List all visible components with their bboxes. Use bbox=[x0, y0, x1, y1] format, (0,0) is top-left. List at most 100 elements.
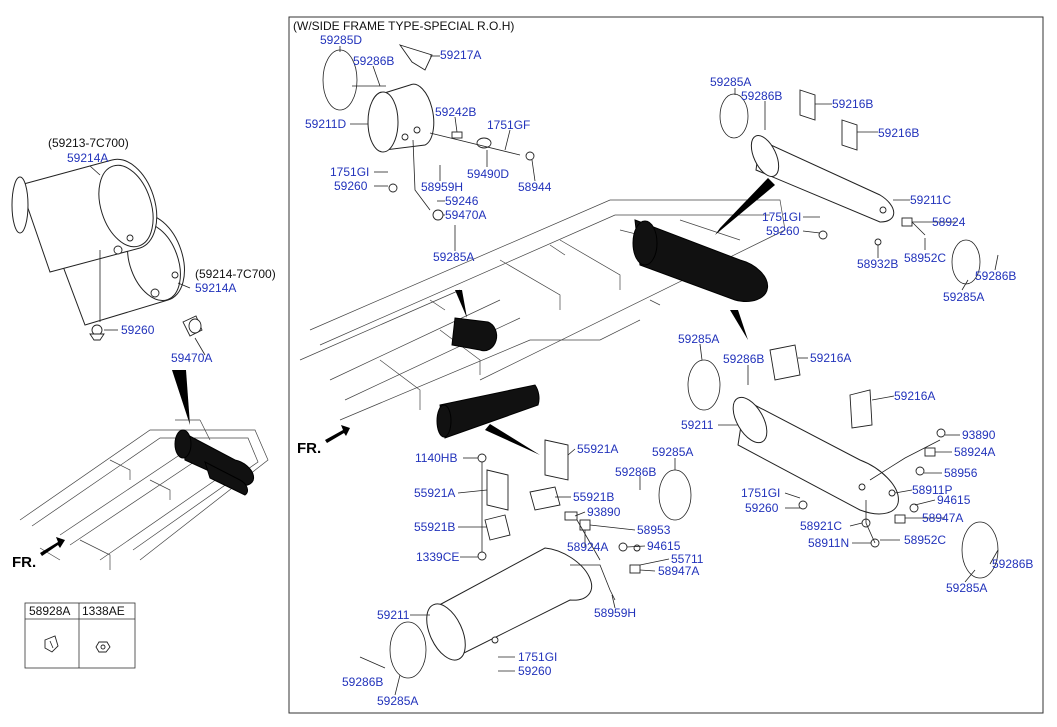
part-label: 58911N bbox=[808, 536, 849, 550]
part-label: 59286B bbox=[353, 54, 394, 68]
part-label: 55921B bbox=[414, 520, 455, 534]
part-label: 55921A bbox=[577, 442, 618, 456]
callout-arrow-left bbox=[455, 290, 467, 318]
part-label: 58953 bbox=[637, 523, 671, 537]
part-label: 59260 bbox=[334, 179, 368, 193]
part-label: 58924 bbox=[932, 215, 966, 229]
fittings-top-right bbox=[818, 217, 926, 246]
tank-59211-right bbox=[732, 396, 899, 515]
part-label: 59246 bbox=[445, 194, 479, 208]
callout-arrow-top bbox=[715, 178, 775, 235]
part-label: 59286B bbox=[975, 269, 1016, 283]
part-label: 59211C bbox=[910, 193, 951, 207]
part-label: 59260 bbox=[518, 664, 552, 678]
part-label: 58956 bbox=[944, 466, 978, 480]
part-label: 59216A bbox=[810, 351, 851, 365]
variant-a-label: (59213-7C700) bbox=[48, 136, 129, 150]
left-panel: (59213-7C700) (59214-7C700) 59214 bbox=[11, 136, 276, 571]
part-label: 1751GI bbox=[330, 165, 369, 179]
part-label: 58932B bbox=[857, 257, 898, 271]
leader-lines bbox=[339, 46, 999, 696]
bracket-59216b-2 bbox=[841, 119, 858, 151]
part-label: 1751GF bbox=[487, 118, 530, 132]
main-panel-border bbox=[288, 16, 1044, 714]
part-label: 59285A bbox=[943, 290, 984, 304]
part-label: 59216B bbox=[832, 97, 873, 111]
part-label: 59285A bbox=[710, 75, 751, 89]
part-label-59260: 59260 bbox=[121, 323, 155, 337]
part-label: 1140HB bbox=[415, 451, 457, 465]
bracket-59217a bbox=[398, 44, 433, 71]
part-label-59214a-top: 59214A bbox=[67, 151, 108, 165]
valve-59470a-icon bbox=[182, 315, 203, 337]
part-label: 59286B bbox=[741, 89, 782, 103]
part-label: 58947A bbox=[922, 511, 963, 525]
part-labels: 59285D 59286B 59217A 59211D 59242B 1751G… bbox=[305, 33, 1033, 708]
part-label: 58924A bbox=[567, 540, 608, 554]
part-label: 59285A bbox=[678, 332, 719, 346]
drain-valve-icon bbox=[89, 324, 105, 341]
part-label: 58952C bbox=[904, 251, 946, 265]
part-label: 59285A bbox=[946, 581, 987, 595]
legend-table: 58928A 1338AE bbox=[24, 602, 136, 669]
part-label: 58924A bbox=[954, 445, 995, 459]
legend-code-58928a: 58928A bbox=[29, 604, 70, 618]
fittings-mid-right bbox=[798, 428, 946, 548]
bracket-59216b-1 bbox=[799, 89, 816, 121]
part-label: 59216B bbox=[878, 126, 919, 140]
fr-direction-marker: FR. bbox=[12, 537, 65, 571]
part-label: 93890 bbox=[962, 428, 996, 442]
part-label: 59286B bbox=[992, 557, 1033, 571]
part-label: 1339CE bbox=[416, 550, 459, 564]
part-label: 59211 bbox=[681, 418, 714, 432]
part-label: 1751GI bbox=[741, 486, 780, 500]
main-fr-direction-marker: FR. bbox=[297, 425, 350, 457]
part-label: 94615 bbox=[647, 539, 681, 553]
part-label: 59216A bbox=[894, 389, 935, 403]
callout-arrow bbox=[172, 370, 190, 425]
chassis-frame bbox=[19, 419, 269, 570]
part-label: 58911P bbox=[912, 483, 952, 497]
part-label: 59285A bbox=[377, 694, 418, 708]
part-label: 59211 bbox=[377, 608, 410, 622]
bracket-59216a-2 bbox=[849, 389, 873, 429]
part-label: 58947A bbox=[658, 564, 699, 578]
tank-59211-bottom bbox=[426, 547, 593, 661]
highlighted-tank bbox=[174, 429, 255, 496]
part-label-59470a: 59470A bbox=[171, 351, 212, 365]
main-chassis-frame bbox=[299, 199, 786, 421]
callout-arrow-bottom bbox=[485, 424, 540, 455]
fr-arrow-icon bbox=[40, 537, 65, 556]
part-label: 59285A bbox=[652, 445, 693, 459]
strap-59285a-bottom bbox=[389, 621, 427, 679]
part-label: 59286B bbox=[723, 352, 764, 366]
part-label: 59286B bbox=[615, 465, 656, 479]
tank-59211c bbox=[750, 135, 895, 223]
part-label: 58921C bbox=[800, 519, 842, 533]
part-label: 59242B bbox=[435, 105, 476, 119]
part-label: 1751GI bbox=[518, 650, 557, 664]
part-label-59214a-lower: 59214A bbox=[195, 281, 236, 295]
callout-arrow-right bbox=[730, 310, 748, 340]
twin-air-tank bbox=[11, 158, 185, 326]
part-label: 59260 bbox=[766, 224, 800, 238]
part-label: 59285A bbox=[433, 250, 474, 264]
svg-text:FR.: FR. bbox=[297, 440, 321, 457]
part-label: 94615 bbox=[937, 493, 971, 507]
part-label: 59286B bbox=[342, 675, 383, 689]
main-panel: (W/SIDE FRAME TYPE-SPECIAL R.O.H) bbox=[288, 16, 1044, 714]
part-label: 59211D bbox=[305, 117, 346, 131]
part-label: 59285D bbox=[320, 33, 362, 47]
strap-59285a-mid-left bbox=[658, 469, 692, 521]
part-label: 59470A bbox=[445, 208, 486, 222]
svg-text:FR.: FR. bbox=[12, 554, 36, 571]
highlighted-tanks bbox=[436, 219, 769, 439]
part-label: 59260 bbox=[745, 501, 779, 515]
part-label: 58959H bbox=[594, 606, 636, 620]
part-label: 59490D bbox=[467, 167, 509, 181]
main-panel-title: (W/SIDE FRAME TYPE-SPECIAL R.O.H) bbox=[293, 19, 514, 33]
part-label: 55711 bbox=[671, 552, 704, 566]
main-fr-arrow-icon bbox=[325, 425, 350, 443]
clip-icon bbox=[44, 635, 59, 653]
bracket-59216a-1 bbox=[769, 344, 801, 381]
